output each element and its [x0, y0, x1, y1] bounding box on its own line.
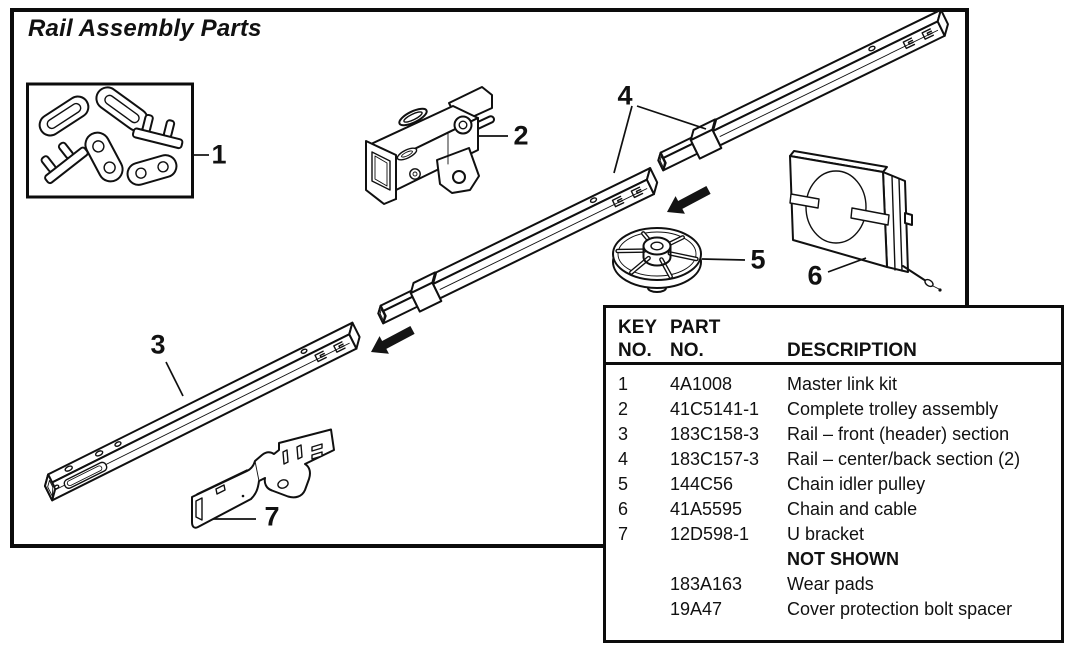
table-row: 3 183C158-3 Rail – front (header) sectio…: [618, 422, 1061, 447]
header-description: DESCRIPTION: [787, 340, 917, 361]
header-part-line2: NO.: [670, 340, 704, 361]
key-cell: 4: [618, 449, 629, 469]
part-callout-2: 2: [513, 120, 529, 151]
part-callout-4: 4: [617, 80, 633, 111]
parts-table: KEY PART NO. NO. DESCRIPTION 1 4A1008 Ma…: [603, 305, 1064, 643]
part-cell: 183C157-3: [670, 449, 760, 469]
key-cell: [618, 572, 670, 597]
part-callout-6: 6: [807, 260, 823, 291]
key-cell: 6: [618, 499, 629, 519]
table-row: 6 41A5595 Chain and cable: [618, 497, 1061, 522]
desc-cell: Rail – front (header) section: [787, 424, 1010, 444]
key-cell: 5: [618, 474, 629, 494]
u-bracket-illustration: [191, 428, 335, 529]
table-row: 4 183C157-3 Rail – center/back section (…: [618, 447, 1061, 472]
part-cell: 12D598-1: [670, 524, 750, 544]
rail-front-section-illustration: [44, 321, 361, 502]
trolley-illustration: [365, 86, 508, 205]
master-link-kit-illustration: [26, 82, 209, 199]
table-row: 19A47 Cover protection bolt spacer: [618, 597, 1061, 622]
chain-and-cable-illustration: [789, 150, 942, 292]
key-cell: 1: [618, 374, 629, 394]
table-row: 7 12D598-1 U bracket: [618, 522, 1061, 547]
label-4-leaders: [613, 105, 707, 174]
table-row-not-shown: NOT SHOWN: [618, 547, 1061, 572]
header-key-line1: KEY: [618, 317, 658, 338]
desc-cell: NOT SHOWN: [787, 549, 899, 569]
part-cell: 144C56: [670, 474, 734, 494]
assembly-direction-arrow-icon: [371, 325, 415, 354]
table-row: 2 41C5141-1 Complete trolley assembly: [618, 397, 1061, 422]
part-callout-3: 3: [150, 329, 166, 360]
desc-cell: Rail – center/back section (2): [787, 449, 1021, 469]
parts-table-body: 1 4A1008 Master link kit 2 41C5141-1 Com…: [606, 365, 1061, 622]
part-cell: 19A47: [670, 599, 723, 619]
assembly-direction-arrow-icon: [667, 185, 711, 214]
part-cell: 183C158-3: [670, 424, 760, 444]
header-key-line2: NO.: [618, 340, 652, 361]
key-cell: 3: [618, 424, 629, 444]
desc-cell: Wear pads: [787, 574, 874, 594]
desc-cell: Chain and cable: [787, 499, 918, 519]
part-callout-1: 1: [211, 139, 227, 170]
table-row: 5 144C56 Chain idler pulley: [618, 472, 1061, 497]
part-cell: 183A163: [670, 574, 743, 594]
key-cell: [618, 547, 670, 572]
key-cell: [618, 597, 670, 622]
part-callout-5: 5: [750, 244, 766, 275]
header-part-line1: PART: [670, 317, 721, 338]
part-cell: 41A5595: [670, 499, 743, 519]
key-cell: 7: [618, 524, 629, 544]
chain-idler-pulley-illustration: [612, 227, 746, 293]
desc-cell: Complete trolley assembly: [787, 399, 999, 419]
rail-center-section-illustration: [377, 167, 659, 325]
desc-cell: Master link kit: [787, 374, 898, 394]
part-callout-7: 7: [264, 501, 280, 532]
part-cell: 4A1008: [670, 374, 733, 394]
page-title: Rail Assembly Parts: [28, 15, 262, 42]
part-cell: [670, 547, 787, 572]
desc-cell: Cover protection bolt spacer: [787, 599, 1013, 619]
desc-cell: U bracket: [787, 524, 865, 544]
key-cell: 2: [618, 399, 629, 419]
label-3-leader: [165, 361, 184, 397]
rail-back-section-illustration: [657, 8, 949, 172]
table-row: 183A163 Wear pads: [618, 572, 1061, 597]
part-cell: 41C5141-1: [670, 399, 760, 419]
desc-cell: Chain idler pulley: [787, 474, 926, 494]
table-row: 1 4A1008 Master link kit: [618, 372, 1061, 397]
parts-table-header: KEY PART NO. NO. DESCRIPTION: [606, 308, 1061, 365]
